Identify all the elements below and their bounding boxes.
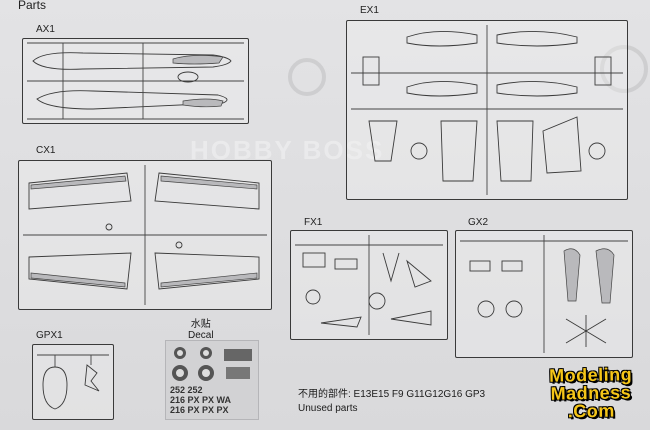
logo-line: Madness bbox=[550, 382, 632, 404]
sprue-cx1-drawing bbox=[23, 165, 267, 305]
sprue-label-ex1: EX1 bbox=[360, 5, 379, 16]
sprue-label-gpx1: GPX1 bbox=[36, 330, 63, 341]
decal-heading: 水贴 Decal bbox=[188, 319, 214, 341]
sprue-gx2-drawing bbox=[460, 235, 628, 353]
sprue-gpx1-drawing bbox=[37, 354, 109, 410]
page-title: Parts bbox=[18, 0, 47, 12]
decal-sheet-drawing bbox=[172, 347, 252, 381]
sprue-label-fx1: FX1 bbox=[304, 217, 323, 228]
watermark-roundel bbox=[288, 58, 326, 96]
watermark-roundel bbox=[600, 45, 648, 93]
sprue-fx1-drawing bbox=[295, 235, 443, 335]
sprue-label-cx1: CX1 bbox=[36, 145, 56, 156]
sprue-cx1 bbox=[18, 160, 272, 310]
decal-code-line: 216 PX PX PX bbox=[170, 405, 229, 415]
sprue-ax1-drawing bbox=[27, 42, 244, 120]
unused-label-en: Unused parts bbox=[298, 403, 358, 414]
decal-label-en: Decal bbox=[188, 330, 214, 341]
modeling-madness-logo: Modeling Madness .Com bbox=[534, 364, 647, 429]
sprue-ax1 bbox=[22, 38, 249, 124]
sprue-label-ax1: AX1 bbox=[36, 24, 55, 35]
decal-codes: 252 252 216 PX PX WA 216 PX PX PX bbox=[170, 385, 231, 415]
sprue-gpx1 bbox=[32, 344, 114, 420]
sprue-ex1 bbox=[346, 20, 628, 200]
decal-label-cn: 水贴 bbox=[190, 319, 211, 330]
sprue-gx2 bbox=[455, 230, 633, 358]
sprue-label-gx2: GX2 bbox=[468, 217, 489, 228]
sprue-ex1-drawing bbox=[351, 25, 623, 195]
sprue-fx1 bbox=[290, 230, 448, 340]
unused-label-cn: 不用的部件: E13E15 F9 G11G12G16 GP3 bbox=[298, 389, 486, 400]
unused-parts-note: 不用的部件: E13E15 F9 G11G12G16 GP3 Unused pa… bbox=[298, 388, 485, 416]
decal-code-line: 216 PX PX WA bbox=[170, 395, 232, 405]
decal-sheet: 252 252 216 PX PX WA 216 PX PX PX bbox=[165, 340, 259, 420]
logo-line: .Com bbox=[567, 400, 615, 422]
decal-code-line: 252 252 bbox=[170, 385, 203, 395]
